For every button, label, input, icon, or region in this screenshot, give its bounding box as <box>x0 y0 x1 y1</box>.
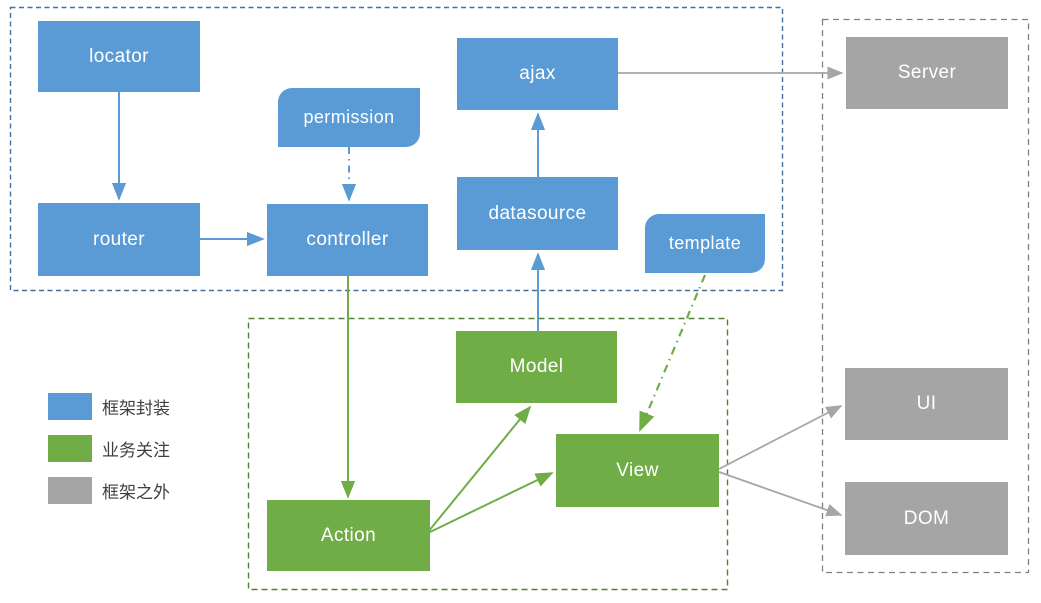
node-permission-label: permission <box>303 107 395 127</box>
legend-label-external: 框架之外 <box>102 483 170 502</box>
node-ajax-label: ajax <box>519 63 556 84</box>
node-controller-label: controller <box>306 229 389 250</box>
node-action-label: Action <box>320 524 377 546</box>
edge-view-dom <box>718 471 843 517</box>
node-datasource-label: datasource <box>488 202 587 224</box>
legend-item-external: 框架之外 <box>48 477 170 504</box>
node-model: Model <box>456 331 617 403</box>
legend-label-business: 业务关注 <box>102 441 170 460</box>
external-group-border <box>821 18 1030 574</box>
edge-view-ui <box>718 405 843 470</box>
node-dom-label: DOM <box>903 507 950 529</box>
legend-swatch-business <box>48 435 92 462</box>
node-locator: locator <box>38 21 200 92</box>
node-template: template <box>645 214 765 273</box>
legend-swatch-framework <box>48 393 92 420</box>
node-server: Server <box>846 37 1008 109</box>
business-group-border <box>247 317 729 591</box>
framework-group-border <box>9 6 784 292</box>
legend-swatch-external <box>48 477 92 504</box>
node-view-label: View <box>616 459 659 481</box>
node-ui-label: UI <box>916 393 937 414</box>
node-server-label: Server <box>897 62 957 83</box>
node-view: View <box>556 434 719 507</box>
edge-template-view <box>638 274 707 432</box>
legend: 框架封装 业务关注 框架之外 <box>48 393 170 519</box>
node-controller: controller <box>267 204 428 276</box>
node-ajax: ajax <box>457 38 618 110</box>
legend-item-framework: 框架封装 <box>48 393 170 420</box>
node-action: Action <box>267 500 430 571</box>
node-locator-label: locator <box>89 45 149 67</box>
node-template-label: template <box>668 233 742 253</box>
node-router: router <box>38 203 200 276</box>
edge-action-view <box>427 472 554 534</box>
node-router-label: router <box>92 228 146 250</box>
node-permission: permission <box>278 88 420 147</box>
node-model-label: Model <box>509 356 564 377</box>
legend-item-business: 业务关注 <box>48 435 170 462</box>
edge-action-model <box>427 405 532 533</box>
node-ui: UI <box>845 368 1008 440</box>
node-datasource: datasource <box>457 177 618 250</box>
node-dom: DOM <box>845 482 1008 555</box>
legend-label-framework: 框架封装 <box>102 399 170 418</box>
